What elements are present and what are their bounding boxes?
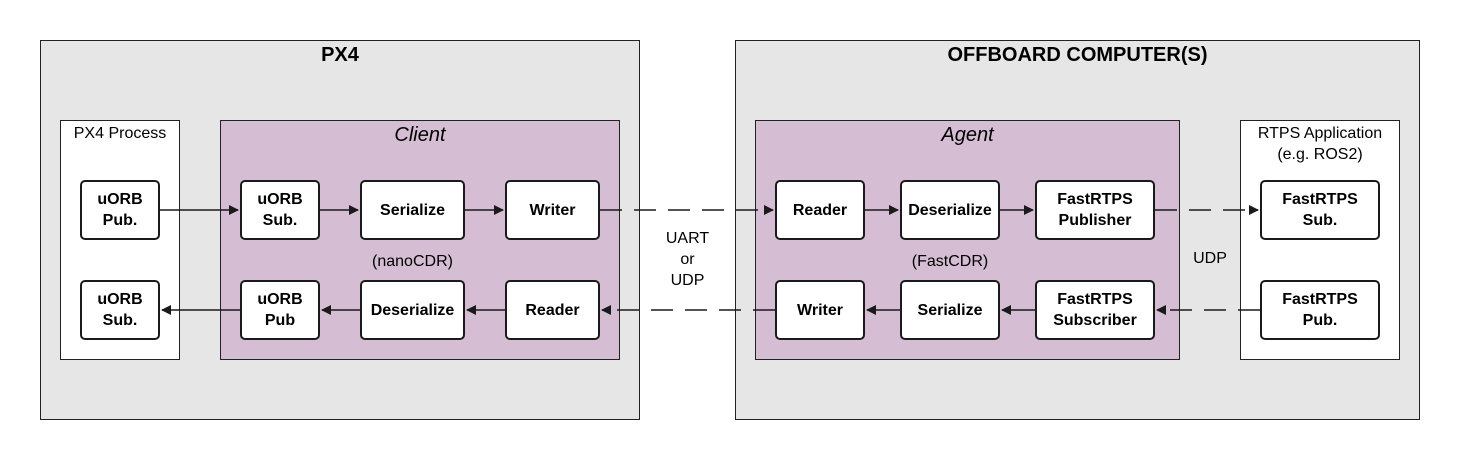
agent-deserialize-node: Deserialize: [900, 180, 1000, 240]
transport-link-label: UART or UDP: [665, 230, 710, 289]
px4-process-title: PX4 Process: [73, 125, 167, 142]
client-serialize-node: Serialize: [360, 180, 465, 240]
px4-title: PX4: [321, 44, 359, 66]
px4-uorb-pub-node: uORB Pub.: [80, 180, 160, 240]
agent-fastrtps-subscriber-node: FastRTPS Subscriber: [1035, 280, 1155, 340]
client-codec-label: (nanoCDR): [372, 253, 453, 270]
client-uorb-sub-node: uORB Sub.: [240, 180, 320, 240]
agent-writer-node: Writer: [775, 280, 865, 340]
rtps-fastrtps-sub-node: FastRTPS Sub.: [1260, 180, 1380, 240]
client-deserialize-node: Deserialize: [360, 280, 465, 340]
client-title: Client: [394, 124, 446, 146]
agent-fastrtps-publisher-node: FastRTPS Publisher: [1035, 180, 1155, 240]
agent-serialize-node: Serialize: [900, 280, 1000, 340]
client-writer-node: Writer: [505, 180, 600, 240]
rtps-application-title: RTPS Application (e.g. ROS2): [1257, 125, 1383, 163]
udp-link-label: UDP: [1193, 250, 1227, 267]
px4-uorb-sub-node: uORB Sub.: [80, 280, 160, 340]
offboard-title: OFFBOARD COMPUTER(S): [947, 44, 1208, 66]
agent-title: Agent: [941, 124, 994, 146]
agent-reader-node: Reader: [775, 180, 865, 240]
agent-codec-label: (FastCDR): [911, 253, 989, 270]
client-uorb-pub-node: uORB Pub: [240, 280, 320, 340]
client-reader-node: Reader: [505, 280, 600, 340]
rtps-fastrtps-pub-node: FastRTPS Pub.: [1260, 280, 1380, 340]
